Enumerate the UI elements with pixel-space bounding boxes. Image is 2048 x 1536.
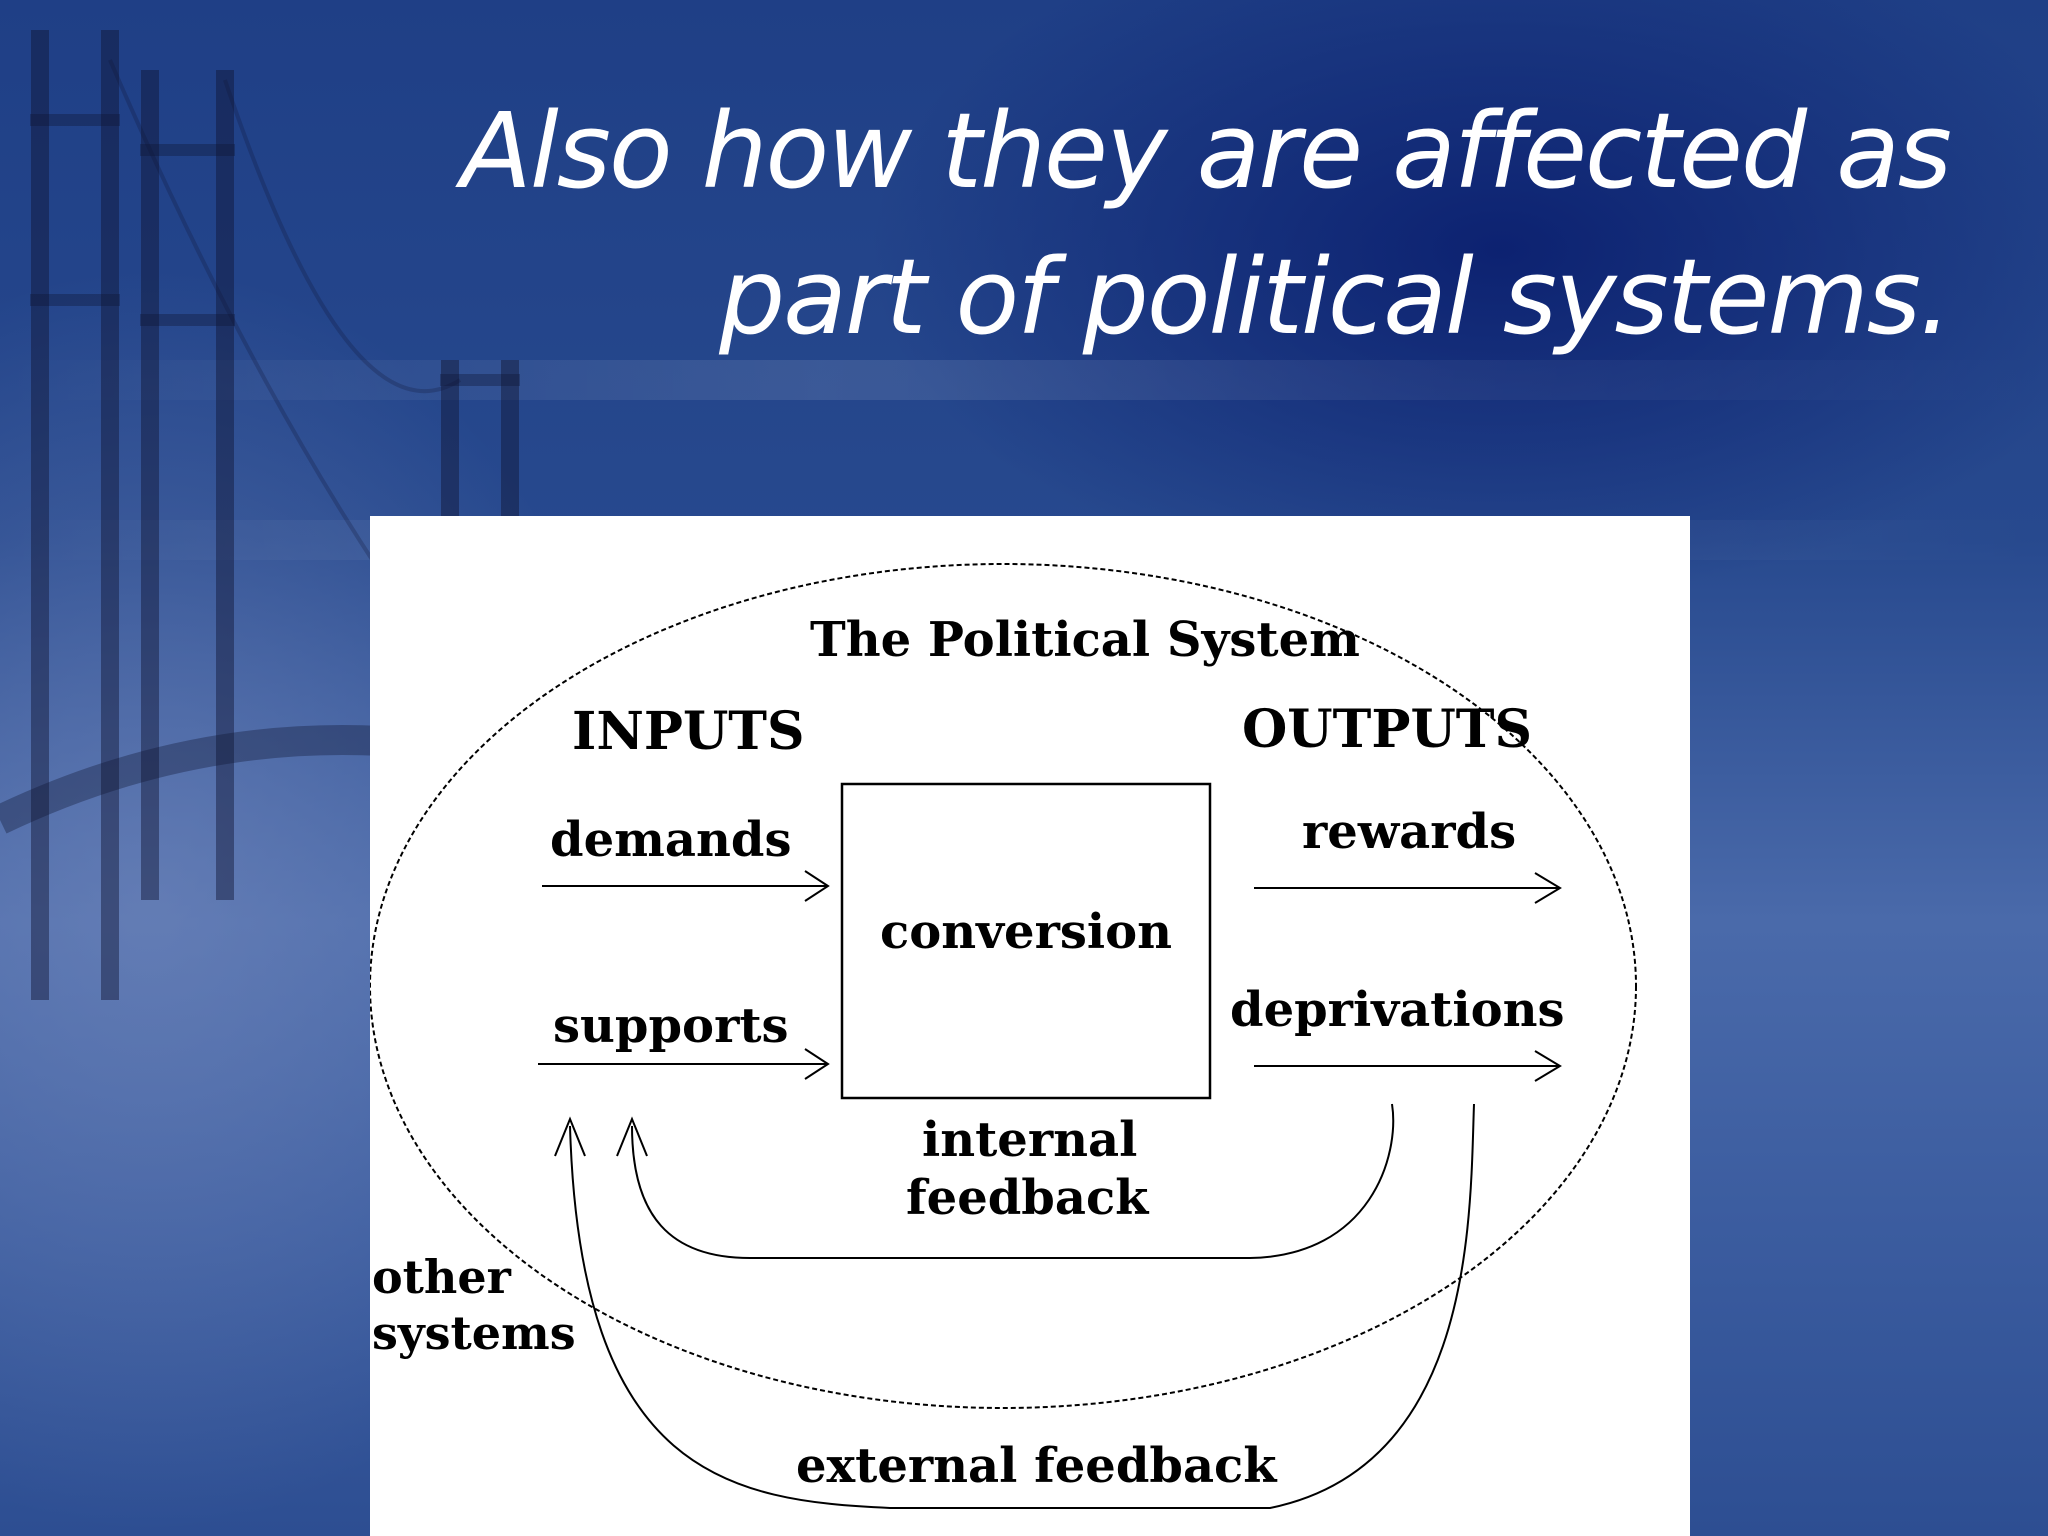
demands-arrow <box>542 870 830 902</box>
environment-label-line: systems <box>372 1306 576 1360</box>
slide-title-line: Also how they are affected as <box>460 90 1952 212</box>
internal-feedback-label-line: internal <box>922 1112 1138 1168</box>
internal-feedback-arrowhead <box>616 1116 648 1157</box>
inputs-heading: INPUTS <box>572 701 805 762</box>
background-cloud-streak <box>0 360 2048 400</box>
external-feedback-label: external feedback <box>796 1438 1277 1494</box>
external-feedback-arrowhead <box>554 1116 586 1157</box>
internal-feedback-loop <box>631 1103 1395 1259</box>
input-label-demands: demands <box>550 812 792 868</box>
output-label-rewards: rewards <box>1302 804 1517 860</box>
supports-arrow <box>538 1048 830 1080</box>
conversion-box <box>840 782 1212 1100</box>
internal-feedback-label-line: feedback <box>906 1170 1149 1226</box>
bridge-silhouette <box>0 30 520 1000</box>
system-title: The Political System <box>810 612 1360 668</box>
diagram-lines <box>370 563 1637 1509</box>
rewards-arrow <box>1254 872 1562 904</box>
political-system-diagram: The Political System INPUTS OUTPUTS dema… <box>370 516 1690 1536</box>
output-label-deprivations: deprivations <box>1230 982 1565 1038</box>
outputs-heading: OUTPUTS <box>1242 699 1533 760</box>
slide-title: Also how they are affected as part of po… <box>150 78 1952 370</box>
slide-title-line: part of political systems. <box>719 236 1952 358</box>
external-feedback-loop <box>569 1103 1475 1509</box>
input-label-supports: supports <box>553 998 789 1054</box>
process-label-conversion: conversion <box>880 904 1173 960</box>
environment-label-line: other <box>372 1250 511 1304</box>
system-boundary-ellipse <box>370 563 1637 1409</box>
deprivations-arrow <box>1254 1050 1562 1082</box>
